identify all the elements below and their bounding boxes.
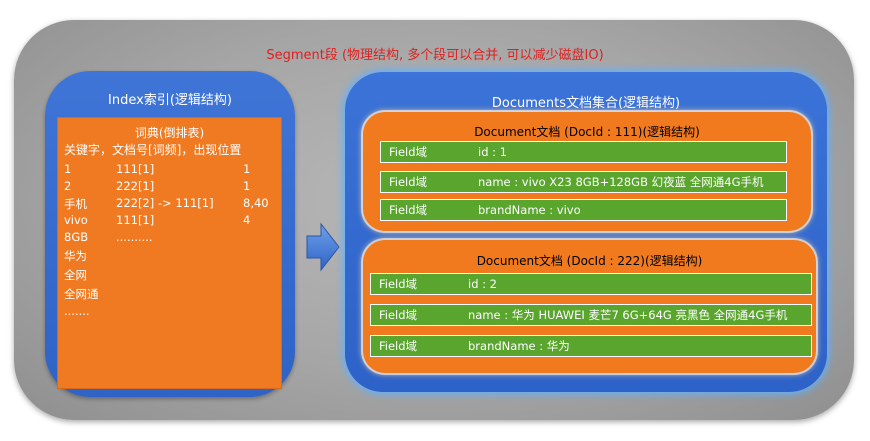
right-arrow-icon <box>306 222 340 272</box>
field-value: brandName : 华为 <box>468 339 570 353</box>
field-row: Field域 name : 华为 HUAWEI 麦芒7 6G+64G 亮黑色 全… <box>370 304 812 326</box>
field-label: Field域 <box>379 308 418 322</box>
postings: 111[1] <box>116 213 155 227</box>
term: 全网 <box>64 268 87 282</box>
term: 2 <box>64 179 72 193</box>
field-label: Field域 <box>389 175 428 189</box>
field-label: Field域 <box>389 145 428 159</box>
postings: .......... <box>116 230 153 244</box>
dictionary-row: 华为 <box>58 248 281 264</box>
field-row: Field域 brandName : 华为 <box>370 335 812 357</box>
dictionary-row: 2 222[1] 1 <box>58 179 281 195</box>
segment-title: Segment段 (物理结构, 多个段可以合并, 可以减少磁盘IO) <box>266 48 604 63</box>
dictionary-row: 全网通 <box>58 286 281 302</box>
dictionary-header: 关键字，文档号[词频]，出现位置 <box>64 143 242 157</box>
term: ....... <box>64 304 90 318</box>
field-label: Field域 <box>379 339 418 353</box>
postings: 222[2] -> 111[1] <box>116 196 214 210</box>
document-title: Document文档 (DocId : 222)(逻辑结构) <box>476 254 703 268</box>
field-value: name : vivo X23 8GB+128GB 幻夜蓝 全网通4G手机 <box>478 175 764 189</box>
postings: 111[1] <box>116 162 155 176</box>
term: 1 <box>64 162 72 176</box>
dictionary-title: 词典(倒排表) <box>134 126 205 140</box>
documents-title: Documents文档集合(逻辑结构) <box>491 96 681 111</box>
dictionary-row: 1 111[1] 1 <box>58 162 281 178</box>
dictionary-row: 全网 <box>58 267 281 283</box>
positions: 4 <box>243 213 251 227</box>
dictionary-row: vivo 111[1] 4 <box>58 213 281 229</box>
field-row: Field域 name : vivo X23 8GB+128GB 幻夜蓝 全网通… <box>380 171 787 193</box>
field-label: Field域 <box>389 203 428 217</box>
term: 全网通 <box>64 287 99 301</box>
field-label: Field域 <box>379 277 418 291</box>
positions: 8,40 <box>243 196 269 210</box>
field-value: id : 2 <box>468 277 497 291</box>
field-value: brandName : vivo <box>478 203 581 217</box>
term: 手机 <box>64 197 87 211</box>
positions: 1 <box>243 162 251 176</box>
dictionary-row: 手机 222[2] -> 111[1] 8,40 <box>58 196 281 212</box>
dictionary-table: 词典(倒排表) 关键字，文档号[词频]，出现位置 1 111[1] 1 2 22… <box>57 117 282 389</box>
field-row: Field域 brandName : vivo <box>380 199 787 221</box>
dictionary-row: ....... <box>58 304 281 320</box>
postings: 222[1] <box>116 179 155 193</box>
field-value: id : 1 <box>478 145 507 159</box>
term: vivo <box>64 213 88 227</box>
index-title: Index索引(逻辑结构) <box>108 93 232 108</box>
term: 华为 <box>64 249 87 263</box>
document-title: Document文档 (DocId : 111)(逻辑结构) <box>474 125 700 139</box>
field-value: name : 华为 HUAWEI 麦芒7 6G+64G 亮黑色 全网通4G手机 <box>468 308 788 322</box>
term: 8GB <box>64 230 89 244</box>
positions: 1 <box>243 179 251 193</box>
field-row: Field域 id : 2 <box>370 273 812 295</box>
field-row: Field域 id : 1 <box>380 141 787 163</box>
dictionary-row: 8GB .......... <box>58 230 281 246</box>
